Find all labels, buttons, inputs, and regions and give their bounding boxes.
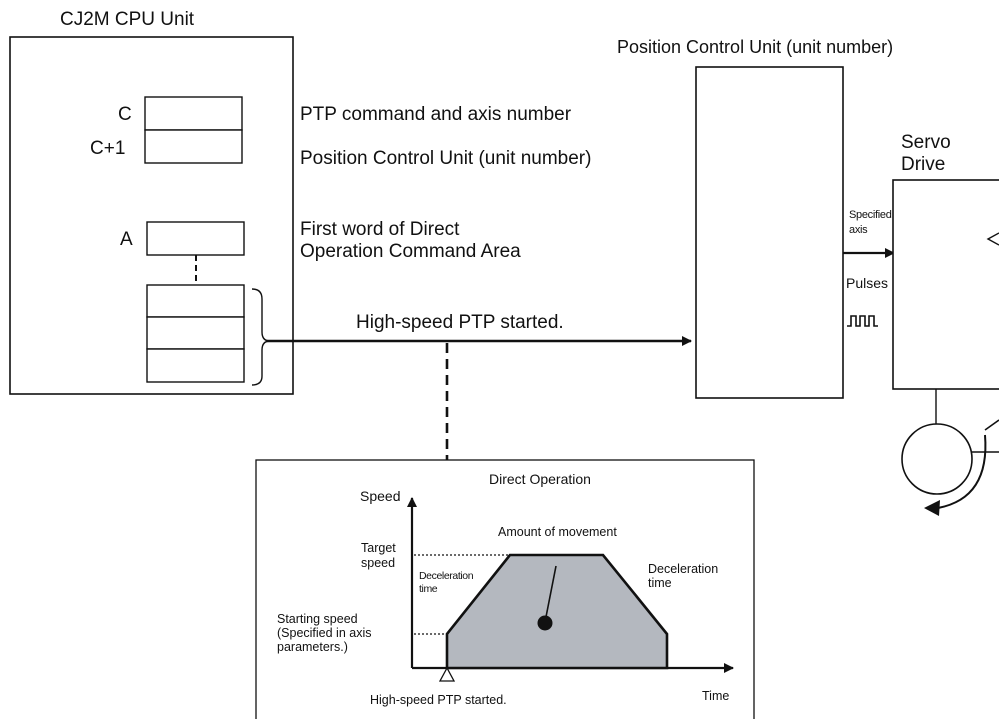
encoder-line-top <box>984 419 999 431</box>
position-control-unit-box <box>695 66 844 399</box>
acceleration-time-label-line1: Deceleration <box>419 570 474 582</box>
command-word-1 <box>146 284 245 318</box>
time-axis-label: Time <box>702 689 730 703</box>
word-c1-box <box>144 129 243 164</box>
target-speed-label-line1: Target <box>361 541 396 555</box>
start-marker-label: High-speed PTP started. <box>370 693 507 707</box>
cpu-unit-title: CJ2M CPU Unit <box>60 9 195 30</box>
command-word-2 <box>146 316 245 350</box>
word-a-box <box>146 221 245 256</box>
starting-speed-label-line3: parameters.) <box>277 640 348 654</box>
movement-dot <box>537 615 553 631</box>
word-c-label: C <box>118 104 132 125</box>
movement-pointer <box>544 565 557 623</box>
deceleration-time-label-line1: Deceleration <box>648 562 719 576</box>
command-word-3 <box>146 348 245 383</box>
rotation-arrowhead <box>924 500 940 516</box>
feedback-arrow-icon <box>986 232 999 246</box>
word-c1-description: Position Control Unit (unit number) <box>300 148 592 169</box>
start-marker-icon <box>438 666 456 682</box>
servo-drive-title-line1: Servo <box>901 132 951 153</box>
speed-axis-label: Speed <box>360 488 401 504</box>
specified-axis-label-line2: axis <box>849 224 868 236</box>
direct-operation-title: Direct Operation <box>489 471 591 487</box>
starting-speed-label-line2: (Specified in axis <box>277 626 372 640</box>
motor-icon <box>901 423 973 495</box>
word-c-description: PTP command and axis number <box>300 104 572 125</box>
specified-axis-label-line1: Specified <box>849 209 892 221</box>
start-signal-label: High-speed PTP started. <box>356 312 564 333</box>
deceleration-time-label-line2: time <box>648 576 672 590</box>
starting-speed-label-line1: Starting speed <box>277 612 358 626</box>
acceleration-time-label-line2: time <box>419 583 438 595</box>
pulses-icon <box>847 315 878 327</box>
word-a-description-line2: Operation Command Area <box>300 241 521 262</box>
position-control-unit-title: Position Control Unit (unit number) <box>617 37 894 57</box>
amount-of-movement-label: Amount of movement <box>498 525 617 539</box>
word-a-description-line1: First word of Direct <box>300 219 460 240</box>
target-speed-label-line2: speed <box>361 556 396 570</box>
rotation-arrow <box>937 434 987 509</box>
pulses-label: Pulses <box>846 275 889 291</box>
word-a-label: A <box>120 229 133 250</box>
servo-drive-title-line2: Drive <box>901 154 946 175</box>
word-c-box <box>144 96 243 131</box>
servo-drive-box <box>892 179 999 390</box>
word-c1-label: C+1 <box>90 138 126 159</box>
